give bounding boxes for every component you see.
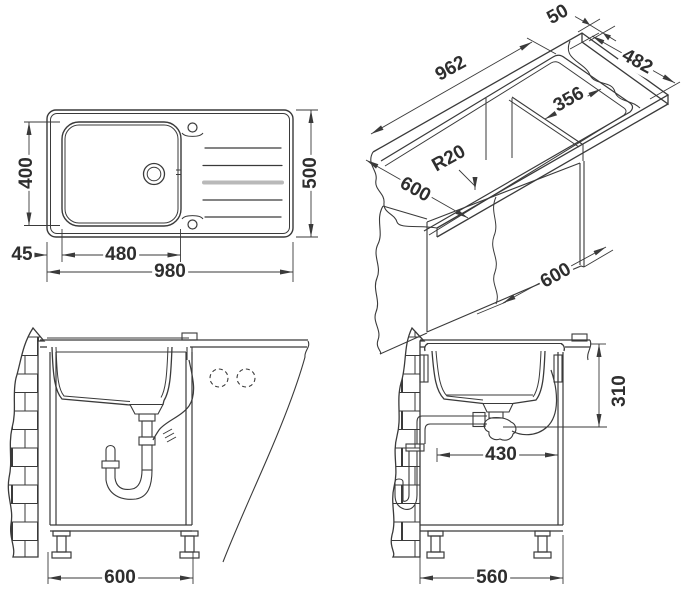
front-cabinet — [49, 351, 200, 559]
brick-wall-side — [390, 326, 426, 558]
side-view — [390, 326, 607, 584]
front-view — [7, 326, 310, 584]
dim-side-cabinet-depth: 560 — [474, 567, 510, 589]
dim-bowl-depth: 400 — [16, 155, 38, 191]
dim-bowl-width: 480 — [103, 244, 139, 266]
overflow-knob — [571, 333, 588, 342]
plan-view — [24, 109, 318, 282]
tap-hole-marking-1 — [209, 368, 229, 388]
side-cabinet — [420, 352, 564, 559]
tap-hole-top — [187, 122, 198, 133]
dim-overall-length: 980 — [152, 261, 188, 283]
side-trap-assembly — [394, 402, 517, 510]
dim-cabinet-width: 600 — [102, 567, 138, 589]
dim-drain-height: 310 — [609, 373, 631, 409]
dim-clearance: 430 — [483, 444, 519, 466]
isometric-view — [365, 16, 681, 355]
dim-left-offset: 45 — [9, 244, 35, 266]
front-overflow — [152, 332, 198, 443]
tap-hole-bottom — [187, 219, 198, 230]
break-line-front — [222, 340, 310, 563]
tap-hole-marking-2 — [236, 368, 256, 388]
front-trap-assembly — [101, 403, 164, 500]
brick-wall-front — [7, 326, 46, 558]
plan-dimensions — [24, 109, 318, 282]
dim-overall-depth: 500 — [300, 155, 322, 191]
drainer-ridges — [202, 147, 284, 218]
